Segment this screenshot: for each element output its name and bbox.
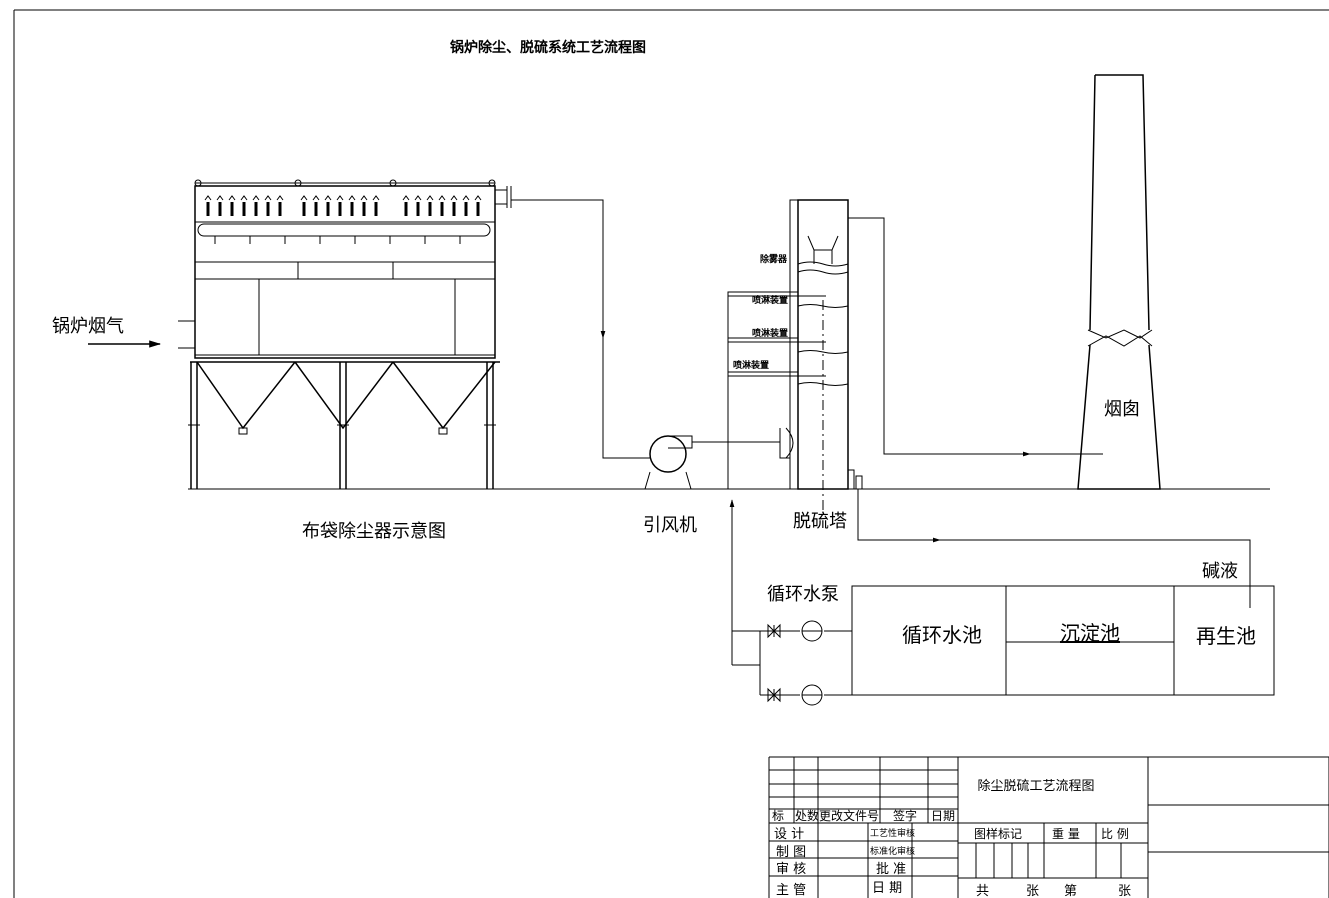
tb-drawing-name: 除尘脱硫工艺流程图 [977, 779, 1094, 794]
demister-label: 除雾器 [760, 253, 788, 265]
tb-date: 日 期 [872, 881, 902, 896]
tb-weight: 重 量 [1052, 827, 1080, 841]
tb-col-mark: 标 [772, 809, 784, 823]
diagram-title: 锅炉除尘、脱硫系统工艺流程图 [450, 39, 646, 56]
chimney-label: 烟囱 [1104, 399, 1140, 420]
duct-tower-to-chimney [848, 217, 1103, 455]
regeneration-pool-label: 再生池 [1196, 624, 1256, 648]
pipe-pump-to-tower [731, 500, 760, 665]
duct-filter-to-fan [511, 199, 650, 459]
tb-col-sign: 签字 [893, 808, 917, 823]
tb-col-date: 日期 [931, 809, 955, 823]
spray-device-2-label: 喷淋装置 [752, 327, 788, 339]
tb-review: 审 核 [776, 862, 806, 877]
filter-bag-heads [204, 195, 482, 216]
induced-fan [644, 435, 693, 490]
drawing-frame [13, 9, 1329, 898]
chimney [1077, 74, 1161, 490]
tb-process-review: 工艺性审核 [870, 827, 915, 839]
bag-filter [178, 179, 512, 489]
tb-approve: 批 准 [876, 862, 906, 877]
settling-pool-label: 沉淀池 [1060, 621, 1120, 645]
tb-supervisor: 主 管 [776, 883, 806, 898]
tb-design: 设 计 [774, 827, 804, 842]
desulfurization-tower [727, 199, 863, 515]
tb-draft: 制 图 [776, 845, 806, 860]
title-block [768, 756, 1329, 898]
tb-drawing-mark: 图样标记 [974, 826, 1022, 841]
tb-col-doc: 更改文件号 [819, 808, 879, 823]
spray-device-1-label: 喷淋装置 [752, 294, 788, 306]
alkali-liquid-label: 碱液 [1202, 561, 1238, 582]
circulating-pump-label: 循环水泵 [767, 584, 839, 605]
tb-sheet2: 张 [1118, 884, 1131, 898]
bag-filter-label: 布袋除尘器示意图 [302, 521, 446, 542]
circulating-pumps [759, 620, 852, 706]
spray-device-3-label: 喷淋装置 [733, 359, 769, 371]
desulfurization-tower-label: 脱硫塔 [793, 511, 847, 532]
tb-sheet1: 张 [1026, 884, 1039, 898]
pools [851, 585, 1275, 696]
tb-nth: 第 [1064, 884, 1077, 898]
tb-total: 共 [976, 884, 989, 898]
tb-col-count: 处数 [795, 808, 819, 823]
boiler-flue-gas-label: 锅炉烟气 [52, 316, 124, 337]
induced-fan-label: 引风机 [643, 515, 697, 536]
pipe-tower-to-regen [857, 489, 1251, 608]
tb-scale: 比 例 [1101, 827, 1129, 841]
tb-standard-review: 标准化审核 [870, 845, 915, 857]
circulating-pool-label: 循环水池 [902, 623, 982, 647]
